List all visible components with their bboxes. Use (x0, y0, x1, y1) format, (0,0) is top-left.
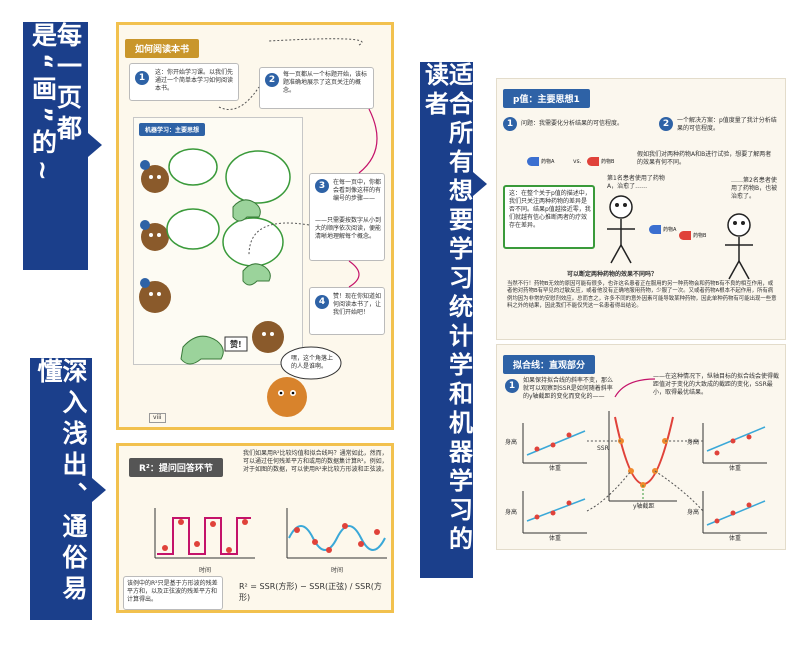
speech-bubble (166, 208, 220, 250)
inner-page-illustration (139, 148, 291, 365)
speech-bubble (225, 150, 291, 204)
step2-text: 每一页都从一个标题开始，该标题准确地展示了这页关注的概念。 (283, 71, 368, 95)
hedgehog-icon (141, 223, 169, 251)
step-number-4: 4 (315, 295, 329, 309)
x-axis-label: 时间 (331, 567, 344, 574)
banner-text: 每一页都是“画”的~ (28, 22, 83, 187)
vs-label: vs. (573, 158, 582, 165)
r-squared-formula: R² = SSR(方形) − SSR(正弦) / SSR(方形) (239, 582, 382, 602)
drug-b-pill: 药物B (587, 157, 627, 166)
note-green-text: 这：在整个关于p值的描述中，我们只关注两种药物的差异是否不同。结果p值越接近零，… (509, 190, 591, 230)
x-axis-label: 体重 (549, 465, 562, 472)
y-axis-label: 身高 (505, 439, 518, 446)
patient2-text: ……第2名患者使用了药物B，也被治愈了。 (731, 177, 778, 201)
banner-arrow-icon (473, 172, 487, 196)
step1-text: 这：你开始学习课。以我们先通过一个简单本学习如何阅读本书。 (155, 69, 234, 93)
trial-text: 假如我们对两种药物A和B进行试验，想要了解两者的效果有何不同。 (637, 151, 772, 167)
badge-text: 赞! (230, 340, 242, 349)
drug-a-pill: 药物A (527, 157, 567, 166)
banner-target-readers: 适合所有想要学习统计学和机器学习的读者 (420, 62, 473, 578)
step4-text: 赞！现在你知道如何阅读本书了，让我们开始吧！ (333, 293, 382, 317)
intercept-axis-label: y轴截距 (633, 503, 655, 510)
step1-text: 如果保持拟合线的斜率不变，那么就可以观察到SSR是如何随着斜率的y轴截距的变化而… (523, 377, 614, 401)
banner-arrow-icon (88, 133, 102, 157)
drug-a-pill: 药物A (649, 225, 685, 234)
fitting-charts (522, 378, 767, 534)
x-axis-label: 体重 (729, 535, 742, 542)
square-wave-chart (154, 508, 255, 559)
page-header: R²：提问回答环节 (129, 458, 223, 477)
step3-text: 在每一页中，你都会看到像这样的有编号的步骤—— (333, 179, 382, 203)
hedgehog-icon (139, 281, 171, 313)
step2-text: ——在这种情况下，纵轴目标的拟合线会使得截距值对于变化的大致成的截距的变化，SS… (653, 373, 780, 397)
scatter-plot-small (702, 491, 767, 534)
step2-text: 一个解决方案：p值度量了我计分析结果的可信程度。 (677, 117, 777, 133)
dinosaur-icon (242, 263, 271, 286)
step1-text: 问题：我需要化分析结果的可信程度。 (521, 120, 624, 127)
banner-text: 深入浅出、通俗易懂 (34, 358, 88, 606)
step-number-3: 3 (315, 179, 329, 193)
step-dot-icon (140, 278, 150, 288)
scatter-plot-small (702, 423, 767, 464)
page-fitting-line: 拟合线：直观部分 1 如果保持拟合线的斜率不变，那么就可以观察到SSR是如何随着… (496, 344, 786, 550)
speech-bubble (168, 148, 218, 186)
page-p-value: p值：主要思想1 1 问题：我需要化分析结果的可信程度。 2 一个解决方案：p值… (496, 78, 786, 340)
banner-text: 适合所有想要学习统计学和机器学习的读者 (420, 62, 473, 555)
page-number: viii (149, 413, 166, 424)
y-axis-label: 身高 (687, 509, 700, 516)
dinosaur-icon (232, 199, 261, 222)
step-number-1: 1 (135, 71, 149, 85)
flow-arrows (218, 38, 378, 288)
x-axis-label: 体重 (729, 465, 742, 472)
sine-wave-chart (286, 508, 387, 559)
explanation-text: 该例中的R²只是基于方形波的残差平方和，以及正弦波的残差平方和计算得出。 (127, 580, 218, 604)
page-header: 拟合线：直观部分 (503, 355, 596, 374)
step-number-2: 2 (659, 117, 673, 131)
banner-arrow-icon (92, 478, 106, 502)
drug-b-pill: 药物B (679, 231, 717, 240)
badge-box (224, 336, 248, 352)
page-header: p值：主要思想1 (503, 89, 590, 108)
corner-hedgehog (267, 346, 342, 417)
step-dot-icon (140, 160, 150, 170)
page-r-squared: R²：提问回答环节 我们如果用R²比较均值和拟合线吗？通常如此，然而，可以通过任… (116, 443, 394, 613)
ssr-curve-chart (608, 411, 677, 502)
step2-box (259, 67, 374, 109)
question-text: 可以断定两种药物的效果不同吗？ (567, 271, 658, 278)
page-how-to-read: 如何阅读本书 1 这：你开始学习课。以我们先通过一个简单本学习如何阅读本书。 2… (116, 22, 394, 430)
patient2-figure (725, 213, 753, 280)
note-green-box (503, 185, 595, 249)
hedgehog-icon (252, 321, 284, 353)
intro-text: 我们如果用R²比较均值和拟合线吗？通常如此，然而，可以通过任何残差平方和或用的数… (243, 450, 388, 474)
step-number-2: 2 (265, 73, 279, 87)
y-axis-label: 身高 (687, 439, 700, 446)
inner-page-header: 机器学习：主要思想 (139, 123, 206, 136)
scatter-plot-small (522, 491, 587, 534)
conclusion-text: 当然不行！药物B无效的原因可能有很多，也许这名患者正在服用的另一种药物会和药物B… (507, 281, 777, 309)
scatter-plot-small (522, 423, 587, 464)
x-axis-label: 体重 (549, 535, 562, 542)
step3-text-2: ——只需要按数字从小到大的顺序依次阅读，便能清晰地理解每个概念。 (315, 217, 382, 241)
hedgehog-icon (141, 165, 169, 193)
hedgehog-icon (267, 377, 307, 417)
step-number-1: 1 (503, 117, 517, 131)
corner-bubble-text: 嘿，这个角落上的人是谁啊。 (291, 355, 334, 371)
step-dot-icon (140, 220, 150, 230)
page-header: 如何阅读本书 (125, 39, 200, 58)
patient1-text: 第1名患者使用了药物A，治愈了…… (607, 175, 665, 191)
ssr-axis-label: SSR (597, 445, 609, 452)
x-axis-label: 时间 (199, 567, 212, 574)
patient1-figure (607, 195, 635, 264)
banner-easy-to-understand: 深入浅出、通俗易懂 (30, 358, 92, 620)
dinosaur-icon (180, 335, 224, 365)
step-number-1: 1 (505, 379, 519, 393)
y-axis-label: 身高 (505, 509, 518, 516)
explanation-box (123, 576, 223, 610)
banner-every-page-drawn: 每一页都是“画”的~ (23, 22, 88, 270)
